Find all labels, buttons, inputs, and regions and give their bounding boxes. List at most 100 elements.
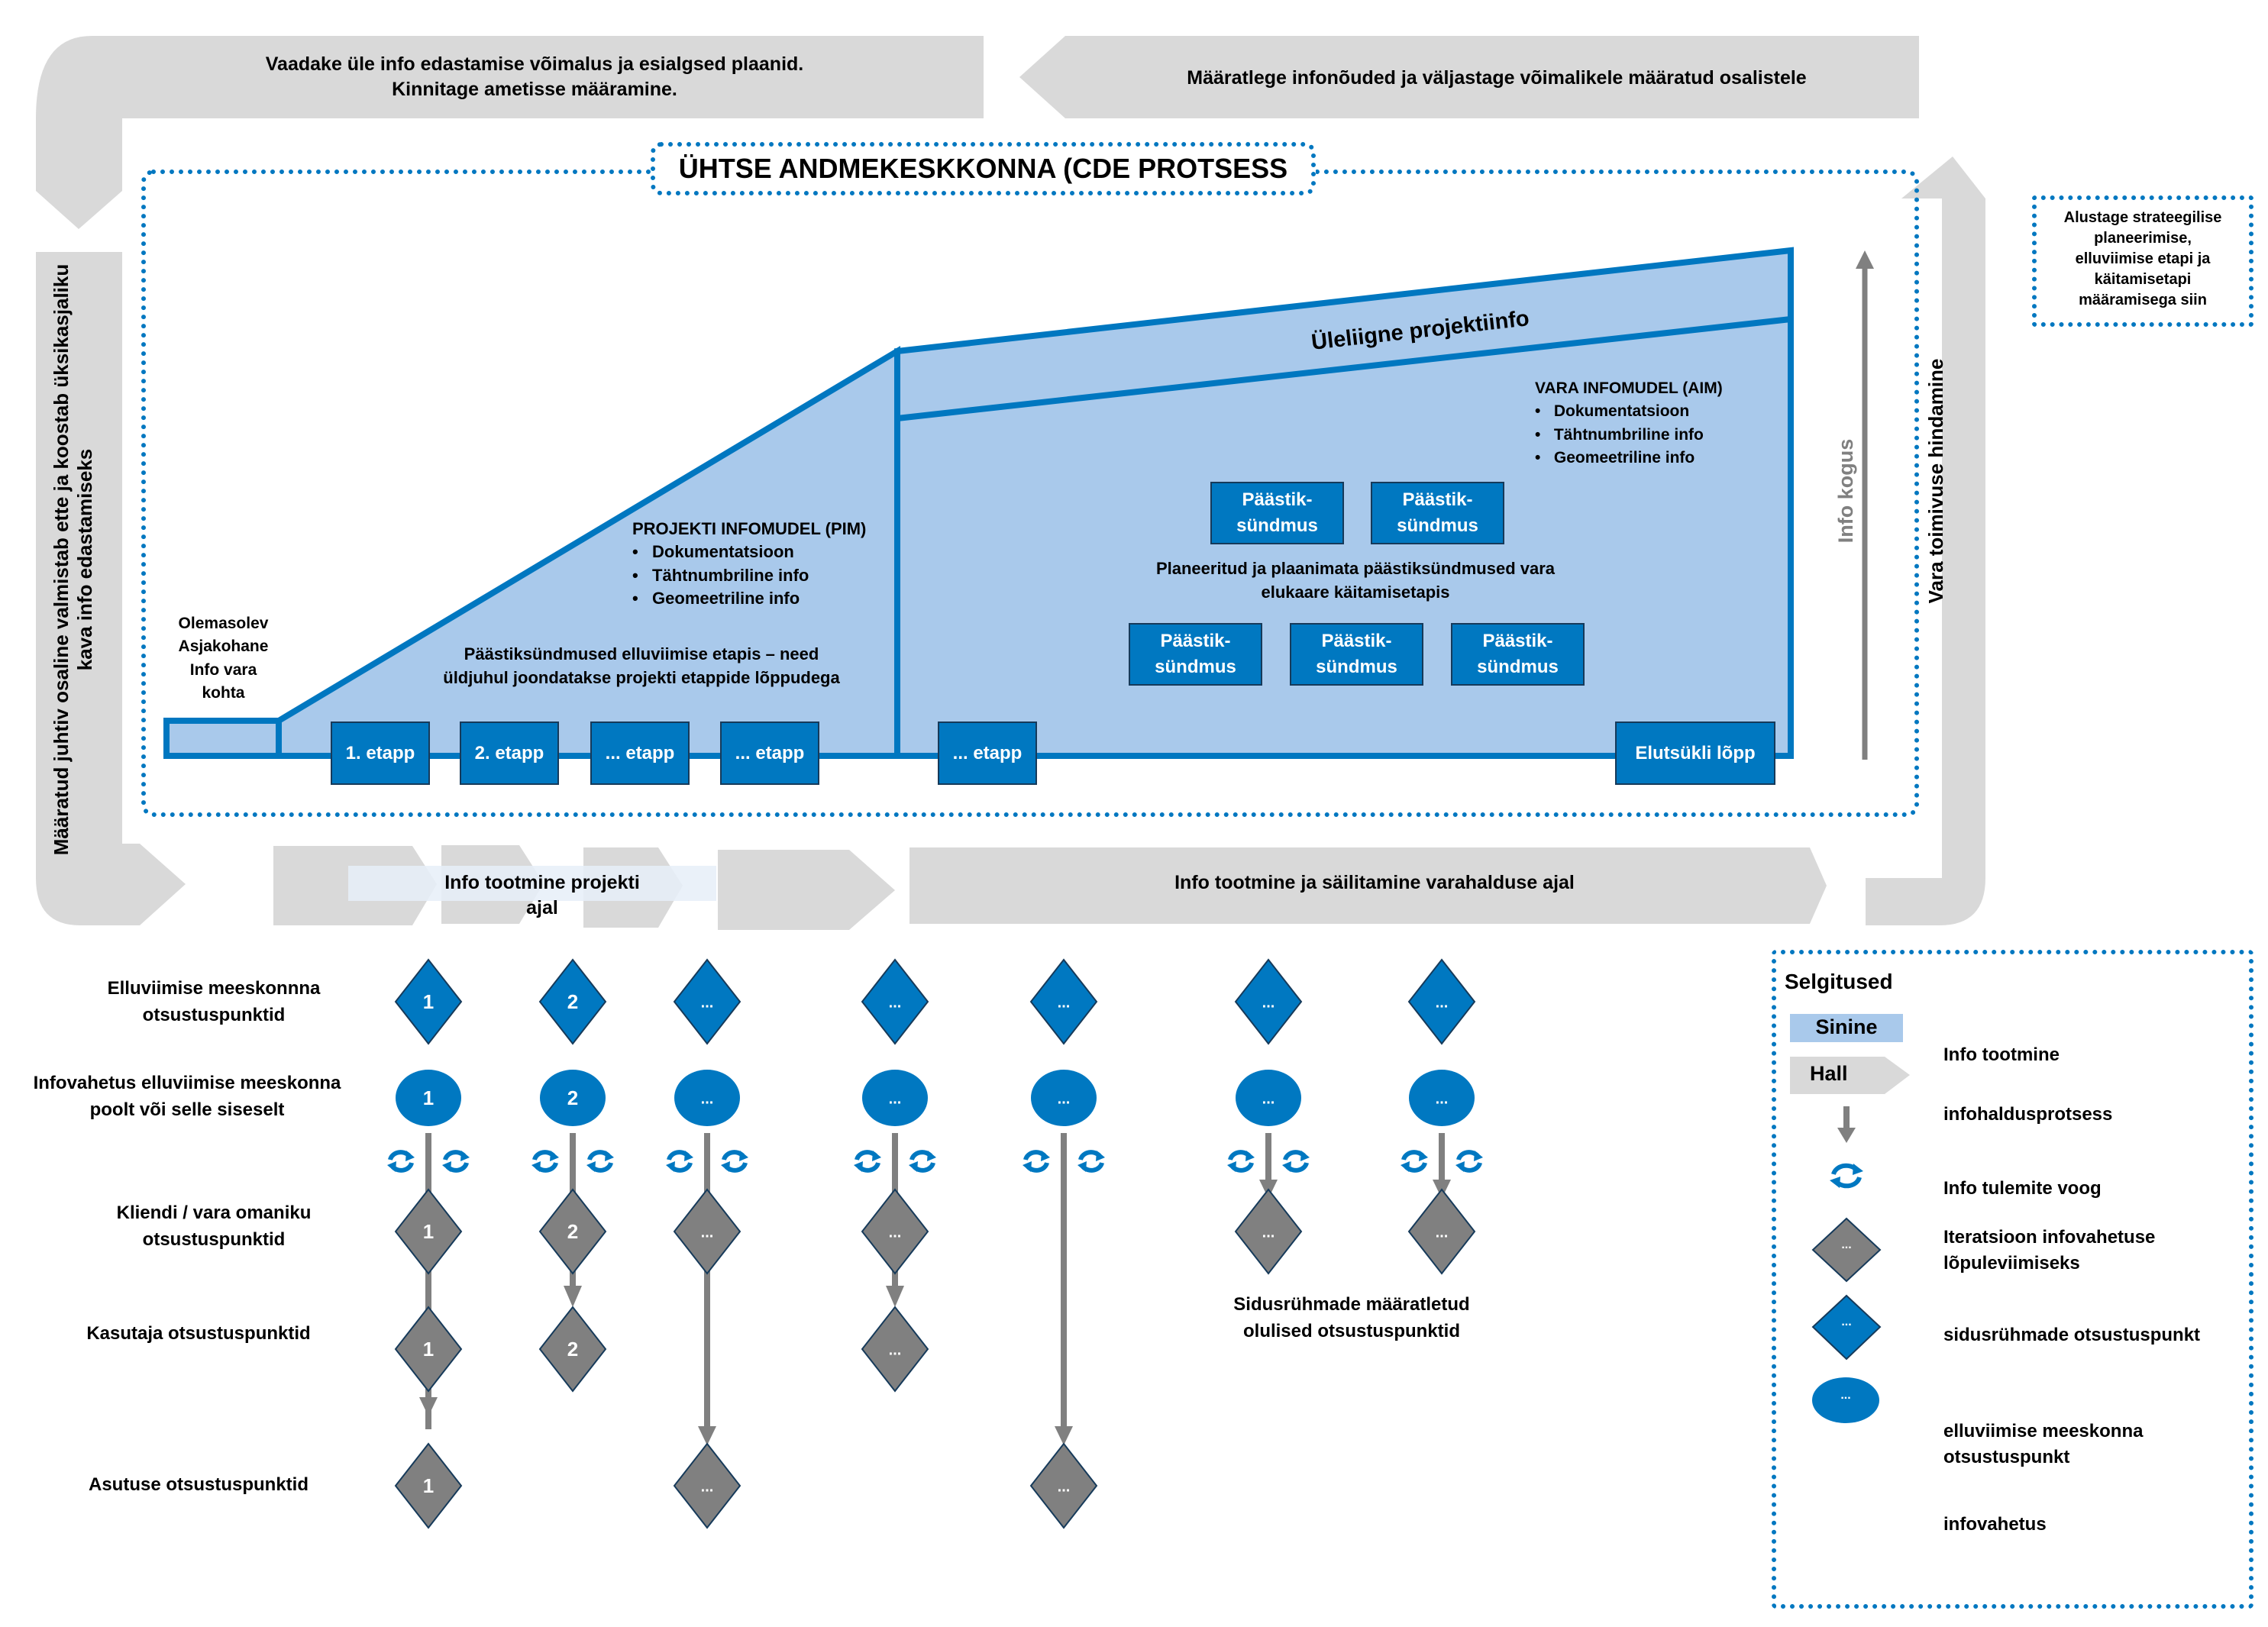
organisation-decision-diamond-label: ... [701, 1478, 714, 1495]
user-decision-diamond [538, 1306, 607, 1393]
info-amount-arrowhead [1856, 250, 1874, 269]
trigger-event-box: Päästik-sündmus [1129, 623, 1262, 686]
delivery-decision-diamond-label: ... [889, 994, 902, 1011]
trigger-event-box: Päästik-sündmus [1451, 623, 1585, 686]
delivery-decision-diamond-label: ... [1058, 994, 1071, 1011]
aim-bullet: • Geomeetriline info [1535, 449, 1695, 467]
user-decision-diamond [394, 1306, 463, 1393]
legend-label: Iteratsioon infovahetuse lõpuleviimiseks [1943, 1227, 2156, 1274]
client-decision-diamond [861, 1188, 929, 1275]
project-chevron-4 [718, 850, 895, 930]
info-exchange-label: ... [701, 1090, 714, 1107]
delivery-decision-diamond [394, 958, 463, 1045]
client-decision-diamond [538, 1188, 607, 1275]
aim-triggers-text: Planeeritud ja plaanimata päästiksündmus… [1155, 559, 1556, 602]
delivery-decision-diamond [673, 958, 741, 1045]
refresh-icon [1455, 1150, 1483, 1173]
refresh-icon [442, 1150, 470, 1173]
legend-label: Info tulemite voog [1943, 1178, 2102, 1199]
legend-flow-arrowhead [1837, 1128, 1856, 1143]
client-decision-diamond-label: ... [1262, 1224, 1275, 1241]
legend-symbol-gray-diamond: ... [1841, 1238, 1852, 1251]
top-left-process-text: Vaadake üle info edastamise võimalus ja … [265, 53, 804, 100]
top-right-process-text: Määratlege infonõuded ja väljastage võim… [1187, 67, 1807, 89]
delivery-decision-diamond [1407, 958, 1476, 1045]
delivery-decision-diamond-label: 1 [423, 990, 434, 1013]
info-exchange-label: 2 [567, 1086, 578, 1109]
legend-label: elluviimise meeskonna otsustuspunkt [1943, 1421, 2144, 1467]
delivery-decision-diamond [861, 958, 929, 1045]
legend-gray-diamond [1811, 1217, 1882, 1283]
delivery-decision-diamond-label: ... [701, 994, 714, 1011]
legend-symbol-blue-diamond: ... [1841, 1315, 1852, 1328]
legend-title: Selgitused [1785, 970, 1893, 993]
legend-blue-swatch [1790, 1014, 1903, 1042]
legend-blue-ellipse [1812, 1377, 1879, 1423]
info-exchange-label: ... [1058, 1090, 1071, 1107]
existing-info-label: Olemasolev Asjakohane Info vara kohta [178, 615, 269, 702]
info-exchange-label: ... [1262, 1090, 1275, 1107]
legend-blue-diamond [1811, 1294, 1882, 1361]
right-process-arrow [1866, 157, 1985, 925]
info-exchange-ellipse [1236, 1070, 1301, 1126]
legend-gray-arrow-swatch [1790, 1057, 1910, 1094]
legend-symbol-ellipse: ... [1840, 1389, 1851, 1402]
cde-title: ÜHTSE ANDMEKESKKONNA (CDE PROTSESS [678, 153, 1288, 184]
delivery-decision-diamond [538, 958, 607, 1045]
legend-symbol-blue: Sinine [1815, 1015, 1878, 1038]
refresh-icon [854, 1150, 881, 1173]
strategic-note-text: Alustage strateegilise planeerimise, ell… [2063, 209, 2222, 308]
refresh-icon [721, 1150, 748, 1173]
refresh-icon [1282, 1150, 1310, 1173]
stage-box: ... etapp [590, 721, 690, 785]
delivery-decision-diamond-label: ... [1436, 994, 1449, 1011]
client-decision-diamond-label: 1 [423, 1220, 434, 1243]
client-decision-diamond [1234, 1188, 1303, 1275]
refresh-icon [909, 1150, 936, 1173]
client-decision-diamond [1407, 1188, 1476, 1275]
stage-box: ... etapp [720, 721, 819, 785]
info-exchange-ellipse [540, 1070, 606, 1126]
project-info-label: Info tootmine projekti ajal [444, 872, 640, 918]
asset-management-label: Info tootmine ja säilitamine varahalduse… [1174, 872, 1575, 893]
legend-symbol-gray: Hall [1810, 1062, 1848, 1085]
pim-heading: PROJEKTI INFOMUDEL (PIM) [632, 519, 867, 538]
refresh-icon [387, 1150, 415, 1173]
info-exchange-ellipse [1409, 1070, 1475, 1126]
trigger-event-box: Päästik-sündmus [1290, 623, 1423, 686]
refresh-icon [666, 1150, 693, 1173]
pim-bullet: • Tähtnumbriline info [632, 565, 809, 585]
client-decision-diamond [673, 1188, 741, 1275]
client-decision-diamond-label: ... [701, 1224, 714, 1241]
legend-box [1772, 950, 2253, 1609]
aim-heading: VARA INFOMUDEL (AIM) [1535, 379, 1723, 397]
left-process-arrow [36, 252, 186, 925]
organisation-decision-diamond [394, 1442, 463, 1529]
trigger-event-box: Päästik-sündmus [1371, 482, 1504, 544]
strategic-note-box: Alustage strateegilise planeerimise, ell… [2032, 195, 2253, 327]
info-exchange-ellipse [396, 1070, 461, 1126]
legend-label: infohaldusprotsess [1943, 1104, 2113, 1125]
aim-bullet: • Dokumentatsioon [1535, 402, 1690, 421]
pim-bullet: • Dokumentatsioon [632, 542, 794, 562]
user-decision-diamond-label: ... [889, 1341, 902, 1358]
top-left-process-arrow [36, 36, 984, 229]
delivery-decision-diamond [1234, 958, 1303, 1045]
trigger-event-box: Päästik-sündmus [1210, 482, 1344, 544]
delivery-decision-diamond-label: 2 [567, 990, 578, 1013]
info-exchange-ellipse [1031, 1070, 1097, 1126]
pim-triggers-text: Päästiksündmused elluviimise etapis – ne… [443, 644, 840, 687]
cde-title-box: ÜHTSE ANDMEKESKKONNA (CDE PROTSESS [651, 142, 1316, 195]
refresh-icon [1227, 1150, 1255, 1173]
user-decision-diamond [861, 1306, 929, 1393]
stage-box: 2. etapp [460, 721, 559, 785]
client-decision-diamond-label: 2 [567, 1220, 578, 1243]
refresh-icon [586, 1150, 614, 1173]
legend-label: infovahetus [1943, 1514, 2047, 1535]
